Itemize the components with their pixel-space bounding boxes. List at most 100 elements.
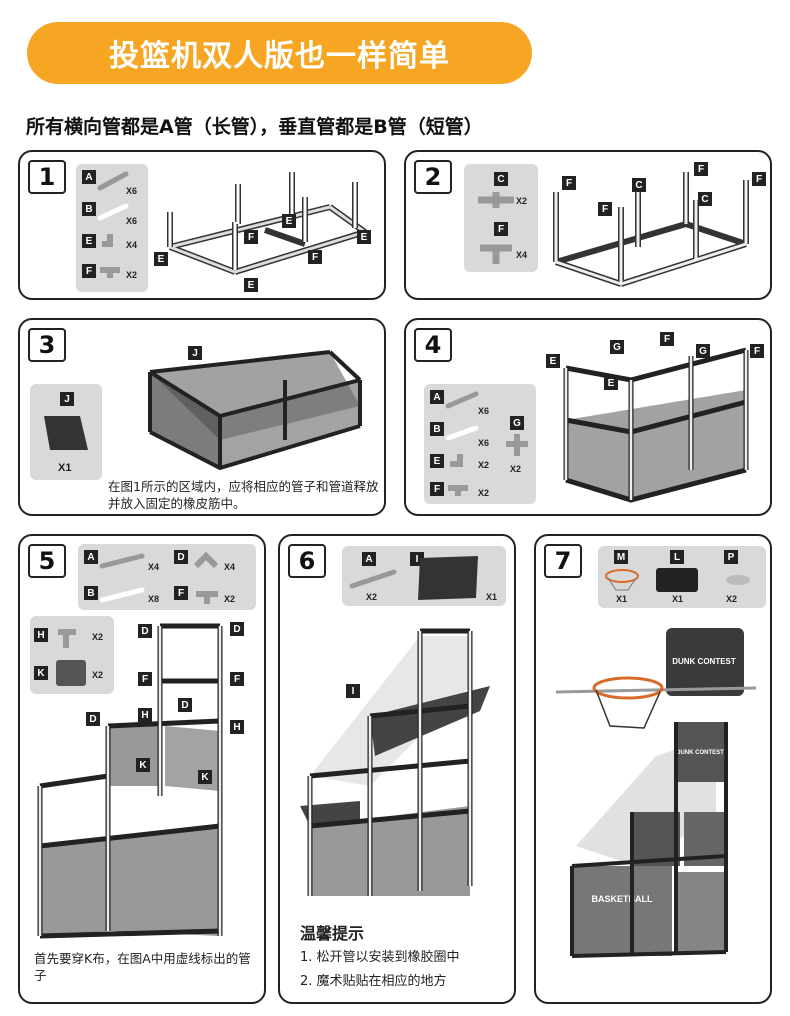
part-qty: X1 <box>672 594 684 604</box>
part-tag: E <box>82 234 96 248</box>
part-tag: H <box>34 628 48 642</box>
step-3-panel: 3 J X1 J 在图1所示的区域内，应将相应的管子和管道释放并放入固定的橡皮筋… <box>18 318 386 516</box>
tip-item: 2. 魔术贴贴在相应的地方 <box>300 974 447 989</box>
part-qty: X4 <box>148 562 160 572</box>
part-qty: X2 <box>92 670 104 680</box>
label-E: E <box>244 278 258 292</box>
label-E: E <box>357 230 371 244</box>
label-G: G <box>696 344 710 358</box>
part-qty: X8 <box>148 594 160 604</box>
mesh-frame-diagram <box>148 350 362 471</box>
part-qty: X1 <box>486 592 498 602</box>
label-I: I <box>346 684 360 698</box>
label-D: D <box>178 698 192 712</box>
step-5-note: 首先要穿K布，在图A中用虚线标出的管子 <box>34 951 251 983</box>
label-D: D <box>86 712 100 726</box>
part-qty: X6 <box>126 186 138 196</box>
label-F: F <box>244 230 258 244</box>
step-7-panel: 7 M X1 L X1 P X2 DUNK CONTEST DUNK CONTE… <box>534 534 772 1004</box>
step-number: 3 <box>28 328 66 362</box>
part-qty: X1 <box>58 462 72 474</box>
label-C: C <box>632 178 646 192</box>
part-tag: D <box>174 550 188 564</box>
part-tag: A <box>430 390 444 404</box>
part-tag: J <box>60 392 74 406</box>
label-J: J <box>188 346 202 360</box>
subtitle: 所有横向管都是A管（长管），垂直管都是B管（短管） <box>26 116 483 138</box>
assembled-machine-diagram: DUNK CONTEST DUNK CONTEST BASKETBALL <box>555 628 757 958</box>
part-tag: A <box>84 550 98 564</box>
part-tag: P <box>724 550 738 564</box>
part-qty: X2 <box>366 592 378 602</box>
part-qty: X4 <box>224 562 236 572</box>
part-qty: X6 <box>478 438 490 448</box>
label-E: E <box>154 252 168 266</box>
parts-list: A X2 I X1 <box>342 546 506 606</box>
step-number: 2 <box>414 160 452 194</box>
parts-illustration <box>445 391 528 496</box>
parts-list: A X6 B X6 E X2 F X2 G X2 <box>424 384 536 504</box>
part-tag: F <box>82 264 96 278</box>
part-tag: G <box>510 416 524 430</box>
tip-item: 1. 松开管以安装到橡胶圈中 <box>300 950 460 965</box>
label-E: E <box>282 214 296 228</box>
step-4-panel: 4 A X6 B X6 E X2 F X2 G X2 E G <box>404 318 772 516</box>
frame-with-mesh-diagram <box>563 347 749 503</box>
label-C: C <box>698 192 712 206</box>
label-K: K <box>198 770 212 784</box>
label-E: E <box>604 376 618 390</box>
step-6-panel: 6 A X2 I X1 I 温馨提示 1. 松开管以安装到橡胶圈中 2. 魔术贴… <box>278 534 516 1004</box>
label-F: F <box>750 344 764 358</box>
step-1-panel: 1 A X6 B X6 E X4 F X2 E F E E F E <box>18 150 386 300</box>
part-qty: X4 <box>516 250 528 260</box>
parts-illustration <box>605 568 750 592</box>
parts-illustration <box>478 192 514 264</box>
part-tag: L <box>670 550 684 564</box>
parts-illustration <box>97 171 129 278</box>
part-qty: X6 <box>478 406 490 416</box>
label-F: F <box>562 176 576 190</box>
part-qty: X2 <box>126 270 138 280</box>
front-logo: BASKETBALL <box>592 894 653 904</box>
step-number: 4 <box>414 328 452 362</box>
part-qty: X2 <box>92 632 104 642</box>
part-qty: X6 <box>126 216 138 226</box>
step-2-panel: 2 C X2 F X4 F F C F C F <box>404 150 772 300</box>
part-tag: A <box>82 170 96 184</box>
step-3-note: 在图1所示的区域内，应将相应的管子和管道释放并放入固定的橡皮筋中。 <box>108 479 379 511</box>
step-5-panel: 5 A X4 D X4 B X8 F X2 H X2 K X2 <box>18 534 266 1004</box>
tips-title: 温馨提示 <box>300 924 365 943</box>
hoop-logo: DUNK CONTEST <box>676 750 724 756</box>
step-number: 1 <box>28 160 66 194</box>
part-tag: F <box>494 222 508 236</box>
frame-base-diagram <box>167 172 367 275</box>
mesh-part-illustration <box>44 416 88 450</box>
parts-list: M X1 L X1 P X2 <box>598 546 766 608</box>
parts-illustration <box>99 551 219 604</box>
label-G: G <box>610 340 624 354</box>
return-chute-diagram <box>300 628 490 896</box>
parts-list: J X1 <box>30 384 102 480</box>
part-tag: F <box>174 586 188 600</box>
label-F: F <box>598 202 612 216</box>
part-qty: X2 <box>478 460 490 470</box>
part-tag: A <box>362 552 376 566</box>
label-F: F <box>660 332 674 346</box>
label-F: F <box>308 250 322 264</box>
parts-list: A X6 B X6 E X4 F X2 <box>76 164 148 292</box>
label-F: F <box>694 162 708 176</box>
label-H: H <box>138 708 152 722</box>
label-F: F <box>230 672 244 686</box>
part-qty: X2 <box>510 464 522 474</box>
part-qty: X2 <box>224 594 236 604</box>
label-F: F <box>138 672 152 686</box>
parts-list: C X2 F X4 <box>464 164 538 272</box>
part-tag: B <box>82 202 96 216</box>
part-tag: F <box>430 482 444 496</box>
parts-illustration <box>56 629 86 686</box>
part-tag: E <box>430 454 444 468</box>
frame-uprights-diagram <box>553 172 749 287</box>
label-D: D <box>138 624 152 638</box>
part-tag: B <box>84 586 98 600</box>
part-qty: X4 <box>126 240 138 250</box>
